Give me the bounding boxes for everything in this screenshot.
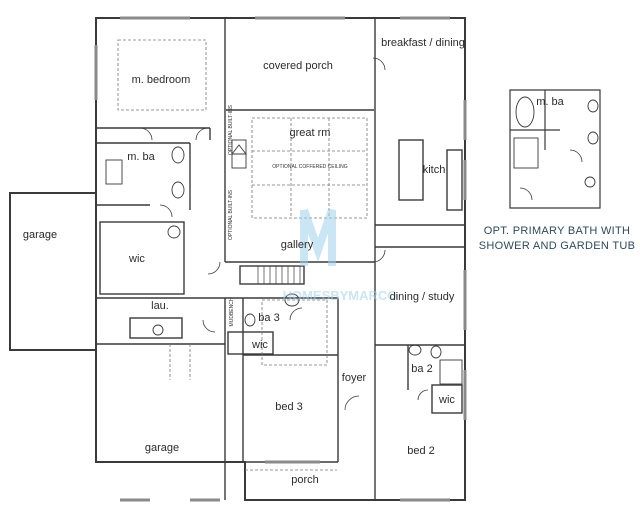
label-optional-coffered-ceiling: OPTIONAL COFFERED CEILING [272,164,347,170]
side-garage-wall [9,192,97,351]
label-bed-3: bed 3 [275,401,303,413]
label-optional-built-ins-lower: OPTIONAL BUILT-INS [228,189,234,240]
label-dining-study: dining / study [390,291,455,303]
exterior-wall [95,17,466,501]
label-main-garage: garage [145,442,179,454]
label-gallery: gallery [281,239,314,251]
label-ba-3: ba 3 [258,312,279,324]
label-porch: porch [291,474,319,486]
watermark-text: HOMESBYMARCO [283,288,398,303]
label-great-rm: great rm [290,127,331,139]
label-wic-master: wic [128,253,145,265]
label-m-ba: m. ba [127,151,155,163]
label-lau: lau. [151,300,169,312]
watermark: HOMESBYMARCO [283,208,398,303]
label-breakfast-dining: breakfast / dining [381,37,465,49]
label-covered-porch: covered porch [263,60,333,72]
label-mudbench: MUDBENCH [229,297,235,326]
label-kitch: kitch [423,164,446,176]
label-ba-2: ba 2 [411,363,432,375]
inset-primary-bath [509,89,601,209]
inset-label-m-ba: m. ba [536,96,564,108]
label-m-bedroom: m. bedroom [132,74,191,86]
label-side-garage: garage [23,229,57,241]
label-foyer: foyer [342,372,367,384]
label-wic-bed2: wic [438,394,455,406]
inset-caption-line2: SHOWER AND GARDEN TUB [479,240,635,252]
label-bed-2: bed 2 [407,445,435,457]
label-wic-bed3: wic [251,339,268,351]
inset-caption-line1: OPT. PRIMARY BATH WITH [484,225,631,237]
label-optional-built-ins-upper: OPTIONAL BUILT-INS [228,104,234,155]
